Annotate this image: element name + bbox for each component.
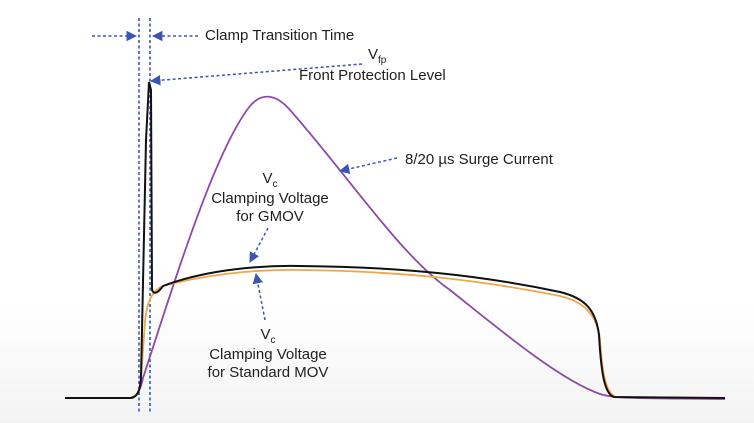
mov-line2: for Standard MOV <box>207 364 329 381</box>
clamp-transition-time-label: Clamp Transition Time <box>205 27 355 44</box>
mov-line1: Clamping Voltage <box>209 346 327 363</box>
surge-current-curve <box>65 95 726 400</box>
mov-subscript: c <box>270 335 276 346</box>
gmov-symbol: V <box>262 170 273 187</box>
mov-clamping-label: Vc Clamping Voltage for Standard MOV <box>193 326 343 382</box>
mov-symbol-line: Vc <box>193 326 343 346</box>
vfp-symbol-label: Vfp <box>368 46 386 66</box>
gmov-clamping-label: Vc Clamping Voltage for GMOV <box>205 170 335 226</box>
gmov-line2: for GMOV <box>236 208 304 225</box>
front-protection-level-label: Front Protection Level <box>299 67 446 84</box>
vfp-subscript: fp <box>378 55 387 66</box>
gmov-subscript: c <box>272 179 278 190</box>
gmov-line1: Clamping Voltage <box>211 190 329 207</box>
standard-mov-curve <box>65 269 726 399</box>
gmov-symbol-line: Vc <box>205 170 335 190</box>
vfp-symbol: V <box>368 46 379 63</box>
gmov-arrow <box>249 227 269 263</box>
surge-current-arrow <box>338 157 398 175</box>
gmov-curve <box>65 81 726 399</box>
mov-arrow <box>252 272 266 321</box>
surge-current-label: 8/20 µs Surge Current <box>405 151 553 168</box>
mov-symbol: V <box>260 326 271 343</box>
vfp-arrow <box>149 63 363 86</box>
